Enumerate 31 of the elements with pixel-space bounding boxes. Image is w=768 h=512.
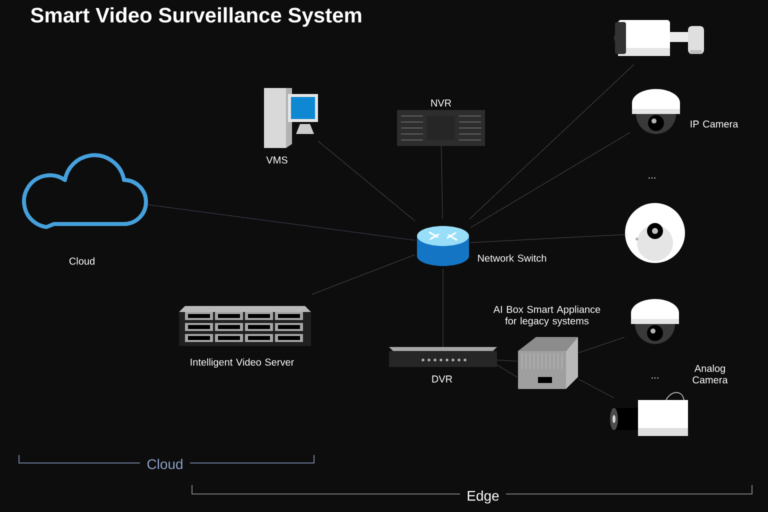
section-label: Edge [468,490,499,504]
camera-drawing [625,203,685,263]
connector-line [470,234,628,243]
connector-line [312,254,416,295]
device-label: VMS [266,156,288,164]
camera-drawing [610,392,688,436]
connector-line [442,268,444,348]
device-label: Cloud [69,257,94,265]
section-label: Cloud [147,458,182,470]
device-label: AI Box Smart Appliance for legacy systems [493,306,600,326]
connector-line [578,336,626,353]
device-label: Network Switch [478,254,546,262]
connector-line [469,64,635,220]
camera-drawing [631,299,679,344]
connector-line [144,204,416,241]
camera-drawing [632,89,680,134]
ellipsis: ... [648,177,656,179]
camera-drawing [614,20,704,56]
device-label: DVR [432,376,452,382]
device-label: NVR [431,100,452,106]
device-label: IP Camera [690,120,738,128]
title: Smart Video Surveillance System [30,7,362,27]
connector-line [318,140,416,222]
connector-line [470,132,630,228]
connector-line [496,360,518,362]
ellipsis: ... [652,377,658,379]
device-label: Intelligent Video Server [190,358,294,368]
connector-line [578,379,614,398]
connector-line [496,364,518,378]
connector-line [441,146,443,220]
device-label: Analog Camera [692,364,728,384]
